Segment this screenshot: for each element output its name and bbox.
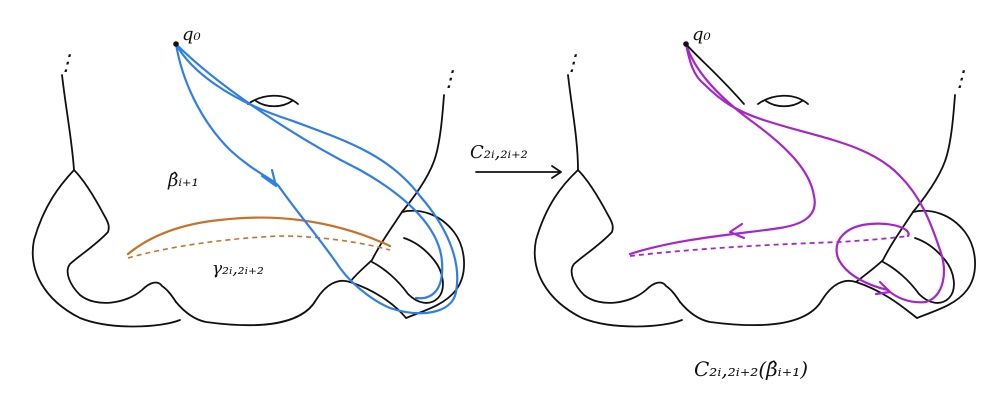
beta-curve	[174, 42, 459, 315]
right-surface-outline	[533, 74, 976, 328]
right-panel: ⋮ ⋮ q₀ C₂ᵢ,₂ᵢ₊₂(β̂ᵢ₊₁)	[533, 24, 976, 381]
beta-arrowhead	[260, 168, 278, 188]
right-basepoint-dot	[683, 41, 689, 47]
right-handle	[757, 94, 809, 108]
left-ellipsis-left: ⋮	[55, 51, 77, 76]
right-basepoint-label: q₀	[692, 24, 711, 45]
left-basepoint-dot	[173, 41, 179, 47]
gamma-curve-front	[126, 216, 392, 256]
map-arrow: C₂ᵢ,₂ᵢ₊₂	[470, 142, 562, 179]
gamma-label: γ₂ᵢ,₂ᵢ₊₂	[212, 259, 264, 279]
image-curve	[628, 42, 946, 304]
map-arrow-head	[551, 165, 562, 179]
left-panel: ⋮ ⋮ q₀ β̂ᵢ₊₁ γ₂ᵢ,₂ᵢ₊₂	[31, 24, 465, 328]
image-arrowhead-lower	[874, 280, 892, 296]
left-surface-outline	[31, 74, 465, 328]
image-arrowhead-upper	[728, 222, 746, 240]
right-ellipsis-left: ⋮	[561, 51, 583, 76]
beta-label: β̂ᵢ₊₁	[167, 170, 199, 191]
right-ellipsis-right: ⋮	[949, 67, 971, 92]
left-ellipsis-right: ⋮	[438, 67, 460, 92]
gamma-curve	[126, 216, 392, 259]
left-basepoint-label: q₀	[182, 24, 201, 45]
gamma-curve-back	[127, 235, 391, 259]
image-curve-label: C₂ᵢ,₂ᵢ₊₂(β̂ᵢ₊₁)	[694, 357, 808, 381]
map-arrow-label: C₂ᵢ,₂ᵢ₊₂	[470, 142, 528, 163]
left-handle	[247, 94, 299, 108]
